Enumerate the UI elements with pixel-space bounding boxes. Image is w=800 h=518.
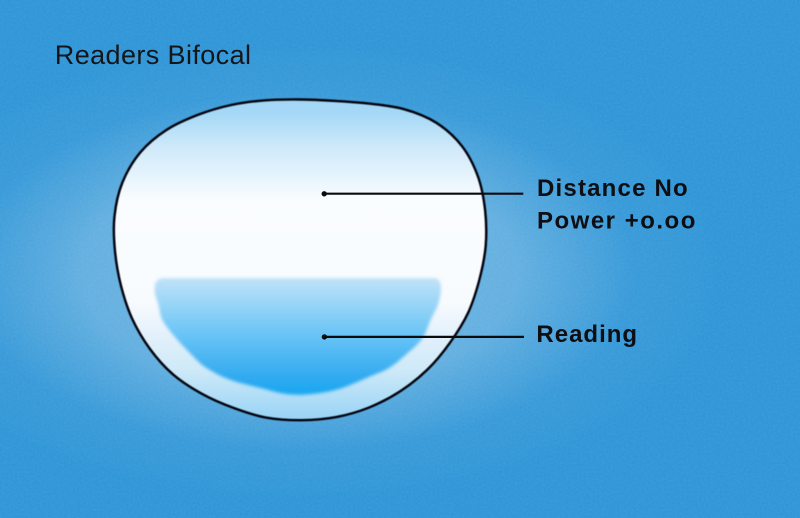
svg-text:Power +o.oo: Power +o.oo: [537, 208, 697, 235]
svg-text:Readers Bifocal: Readers Bifocal: [55, 40, 252, 70]
svg-text:Reading: Reading: [536, 321, 638, 348]
svg-text:Distance No: Distance No: [537, 175, 689, 202]
